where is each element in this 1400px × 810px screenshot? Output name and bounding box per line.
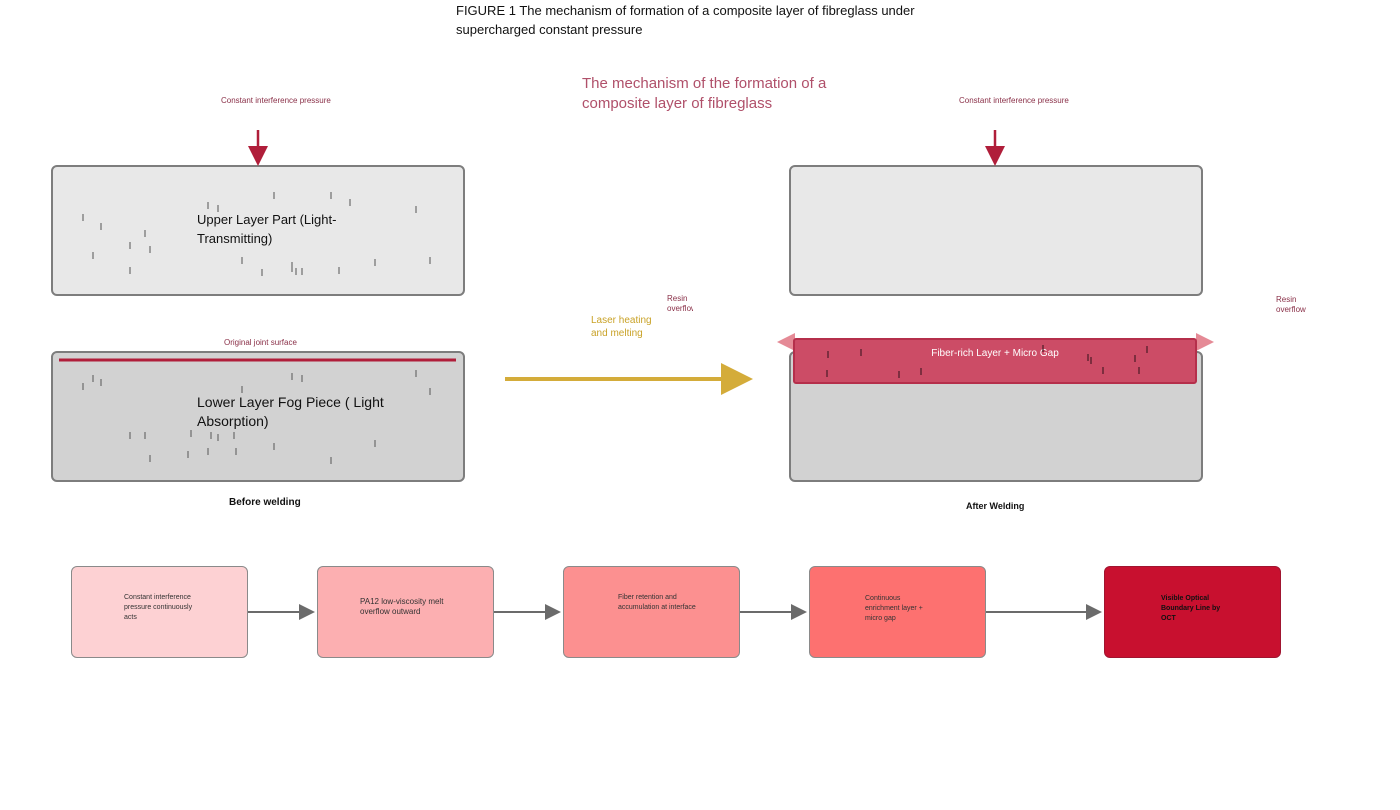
upper-layer-part-box: Upper Layer Part (Light-Transmitting) [51, 165, 465, 296]
lower-layer-piece-box: Lower Layer Fog Piece ( Light Absorption… [51, 351, 465, 482]
step-melt-overflow: PA12 low-viscosity melt overflow outward [317, 566, 494, 658]
fibers-upper-before [82, 192, 431, 276]
step-label: PA12 low-viscosity melt overflow outward [360, 597, 444, 616]
step-pressure-acts: Constant interference pressure continuou… [71, 566, 248, 658]
figure-caption: FIGURE 1 The mechanism of formation of a… [456, 3, 915, 37]
resin-overflow-label-left: Resin overflow [667, 294, 693, 313]
fibers-in-layer [826, 345, 1148, 378]
step-label: Constant interference pressure continuou… [124, 594, 193, 621]
fibers-lower-before [82, 370, 431, 464]
diagram-title: The mechanism of the formation of a comp… [582, 75, 827, 112]
step-optical-boundary: Visible Optical Boundary Line by OCT [1104, 566, 1281, 658]
pressure-label-after: Constant interference pressure [959, 96, 1069, 105]
step-label: Visible Optical Boundary Line by OCT [1161, 595, 1221, 622]
fiber-rich-layer: Fiber-rich Layer + Micro Gap [793, 338, 1197, 384]
upper-layer-after-box [789, 165, 1203, 296]
pressure-label-before: Constant interference pressure [221, 96, 331, 105]
resin-overflow-label-right: Resin overflow [1276, 295, 1306, 314]
joint-surface-label: Original joint surface [224, 338, 297, 347]
after-welding-caption: After Welding [966, 501, 1025, 511]
laser-heating-label: Laser heating and melting [591, 315, 652, 339]
step-label: Fiber retention and accumulation at inte… [618, 594, 696, 611]
step-label: Continuous enrichment layer + micro gap [865, 595, 923, 622]
step-fiber-retention: Fiber retention and accumulation at inte… [563, 566, 740, 658]
step-enrichment-layer: Continuous enrichment layer + micro gap [809, 566, 986, 658]
upper-layer-title: Upper Layer Part (Light-Transmitting) [197, 212, 337, 246]
fiber-rich-layer-label: Fiber-rich Layer + Micro Gap [931, 348, 1059, 359]
lower-layer-title: Lower Layer Fog Piece ( Light Absorption… [197, 394, 384, 429]
before-welding-caption: Before welding [229, 497, 301, 508]
